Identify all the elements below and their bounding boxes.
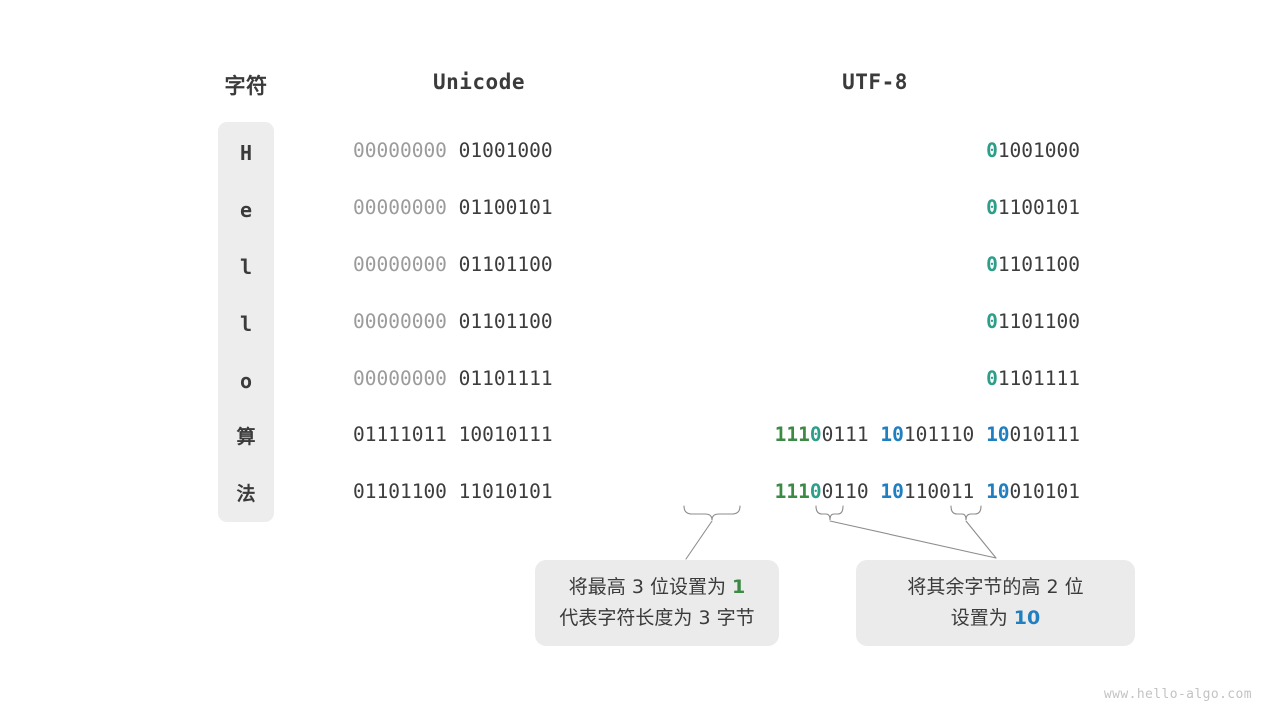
utf8-binary-cell: 01101100: [660, 253, 1080, 277]
utf8-byte-1-payload: 0111: [821, 423, 869, 446]
unicode-high-byte: 00000000: [353, 367, 447, 390]
utf8-lead-bit: 0: [986, 367, 998, 390]
utf8-byte-2-payload: 101110: [903, 423, 975, 446]
unicode-binary-cell: 00000000 01100101: [353, 196, 613, 220]
utf8-lead-bit: 0: [986, 310, 998, 333]
utf8-lead-bit: 0: [986, 253, 998, 276]
callout-lead-byte: 将最高 3 位设置为 1 代表字符长度为 3 字节: [535, 560, 779, 646]
utf8-length-marker: 111: [774, 423, 810, 446]
utf8-lead-bit: 0: [986, 139, 998, 162]
utf8-length-marker: 111: [774, 480, 810, 503]
callout-continuation-byte-line2: 设置为 10: [951, 603, 1041, 634]
watermark: www.hello-algo.com: [1103, 687, 1252, 702]
character-cell: e: [239, 198, 253, 222]
utf8-continuation-marker: 10: [986, 423, 1010, 446]
character-cell: o: [239, 369, 253, 393]
unicode-binary-cell: 01111011 10010111: [353, 423, 613, 447]
unicode-binary-cell: 01101100 11010101: [353, 480, 613, 504]
unicode-low-byte: 01101100: [458, 253, 553, 276]
utf8-payload: 1100101: [997, 196, 1080, 219]
unicode-binary-cell: 00000000 01001000: [353, 139, 613, 163]
column-header-char: 字符: [224, 74, 268, 98]
utf8-binary-cell: 01001000: [660, 139, 1080, 163]
utf8-binary-cell: 01101111: [660, 367, 1080, 391]
character-cell: H: [239, 141, 253, 165]
utf8-byte-2-payload: 110011: [903, 480, 975, 503]
callout1-text-b: 位设置为: [643, 576, 732, 598]
character-cell: l: [239, 255, 253, 279]
unicode-high-byte: 00000000: [353, 196, 447, 219]
callout-continuation-byte: 将其余字节的高 2 位 设置为 10: [856, 560, 1135, 646]
utf8-binary-cell: 11100111 10101110 10010111: [660, 423, 1080, 447]
column-header-unicode: Unicode: [432, 70, 525, 94]
unicode-low-byte: 01001000: [458, 139, 553, 162]
utf8-payload: 1101100: [997, 310, 1080, 333]
unicode-low-byte: 10010111: [458, 423, 553, 446]
unicode-high-byte: 00000000: [353, 253, 447, 276]
unicode-low-byte: 01100101: [458, 196, 553, 219]
unicode-high-byte: 00000000: [353, 139, 447, 162]
utf8-byte-3-payload: 010101: [1009, 480, 1080, 503]
unicode-low-byte: 11010101: [458, 480, 553, 503]
callout1-text-a: 将最高: [568, 576, 632, 598]
callout-continuation-byte-line1: 将其余字节的高 2 位: [907, 576, 1084, 598]
callout1-number: 3: [631, 576, 644, 598]
callout-lead-byte-line2: 代表字符长度为 3 字节: [559, 607, 755, 629]
utf8-marker-terminator: 0: [809, 423, 822, 446]
utf8-byte-2: 10110011: [880, 480, 974, 503]
utf8-byte-3-payload: 010111: [1009, 423, 1080, 446]
character-column-panel: [218, 122, 274, 522]
utf8-lead-bit: 0: [986, 196, 998, 219]
utf8-byte-3: 10010101: [986, 480, 1080, 503]
utf8-continuation-marker: 10: [880, 480, 904, 503]
unicode-low-byte: 01101100: [458, 310, 553, 333]
unicode-high-byte: 01111011: [353, 423, 447, 446]
utf8-byte-3: 10010111: [986, 423, 1080, 446]
utf8-payload: 1101100: [997, 253, 1080, 276]
character-cell: 法: [236, 483, 256, 505]
utf8-marker-terminator: 0: [809, 480, 822, 503]
utf8-continuation-marker: 10: [880, 423, 904, 446]
unicode-low-byte: 01101111: [458, 367, 553, 390]
character-cell: l: [239, 312, 253, 336]
unicode-binary-cell: 00000000 01101100: [353, 253, 613, 277]
callout-lead-byte-line1: 将最高 3 位设置为 1: [569, 572, 745, 603]
callout2-highlight: 10: [1013, 607, 1041, 629]
utf8-byte-1: 11100110: [775, 480, 869, 503]
utf8-byte-2: 10101110: [880, 423, 974, 446]
utf8-binary-cell: 11100110 10110011 10010101: [660, 480, 1080, 504]
unicode-high-byte: 01101100: [353, 480, 447, 503]
column-header-utf8: UTF-8: [842, 70, 908, 94]
character-cell: 算: [236, 426, 256, 448]
utf8-payload: 1001000: [997, 139, 1080, 162]
unicode-high-byte: 00000000: [353, 310, 447, 333]
callout1-highlight: 1: [732, 576, 746, 598]
utf8-byte-1-payload: 0110: [821, 480, 869, 503]
utf8-continuation-marker: 10: [986, 480, 1010, 503]
unicode-binary-cell: 00000000 01101111: [353, 367, 613, 391]
callout2-text-a: 设置为: [950, 607, 1014, 629]
utf8-binary-cell: 01101100: [660, 310, 1080, 334]
utf8-binary-cell: 01100101: [660, 196, 1080, 220]
utf8-byte-1: 11100111: [775, 423, 869, 446]
utf8-payload: 1101111: [997, 367, 1080, 390]
unicode-binary-cell: 00000000 01101100: [353, 310, 613, 334]
